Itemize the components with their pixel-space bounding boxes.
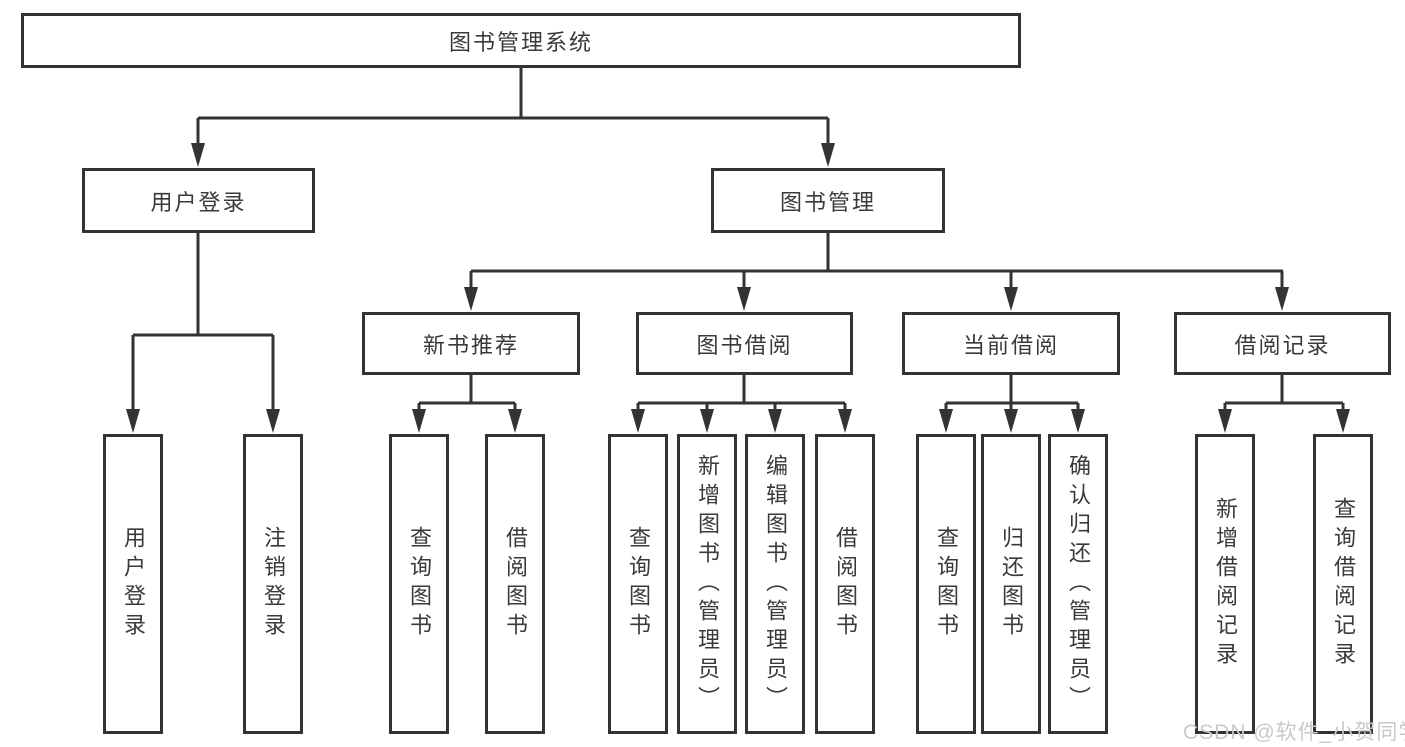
node-book-borrow: 图书借阅 xyxy=(636,312,853,375)
edge-record-to-leaves xyxy=(1218,375,1350,433)
edge-book-mgmt-to-level3 xyxy=(464,233,1289,311)
leaf-edit-book-admin: 编辑图书（管理员） xyxy=(745,434,805,734)
leaf-add-book-admin: 新增图书（管理员） xyxy=(677,434,737,734)
edge-user-login-to-leaves xyxy=(126,233,280,433)
leaf-borrow-books-recommend: 借阅图书 xyxy=(485,434,545,734)
leaf-borrow-books: 借阅图书 xyxy=(815,434,875,734)
node-current-borrow: 当前借阅 xyxy=(902,312,1120,375)
node-user-login: 用户登录 xyxy=(82,168,315,233)
node-new-book-recommend: 新书推荐 xyxy=(362,312,580,375)
leaf-query-books-current: 查询图书 xyxy=(916,434,976,734)
edge-current-to-leaves xyxy=(939,375,1085,433)
edge-recommend-to-leaves xyxy=(412,375,522,433)
node-book-management: 图书管理 xyxy=(711,168,945,233)
leaf-query-books-borrow: 查询图书 xyxy=(608,434,668,734)
leaf-add-borrow-record: 新增借阅记录 xyxy=(1195,434,1255,734)
leaf-return-book: 归还图书 xyxy=(981,434,1041,734)
node-root-system: 图书管理系统 xyxy=(21,13,1021,68)
leaf-query-borrow-record: 查询借阅记录 xyxy=(1313,434,1373,734)
csdn-watermark: CSDN @软件_小贺同学 xyxy=(1183,721,1405,744)
leaf-confirm-return-admin: 确认归还（管理员） xyxy=(1048,434,1108,734)
leaf-user-login: 用户登录 xyxy=(103,434,163,734)
node-borrow-record: 借阅记录 xyxy=(1174,312,1391,375)
edge-borrow-to-leaves xyxy=(631,375,852,433)
edge-root-to-level2 xyxy=(191,68,835,167)
leaf-query-books-recommend: 查询图书 xyxy=(389,434,449,734)
leaf-logout-login: 注销登录 xyxy=(243,434,303,734)
